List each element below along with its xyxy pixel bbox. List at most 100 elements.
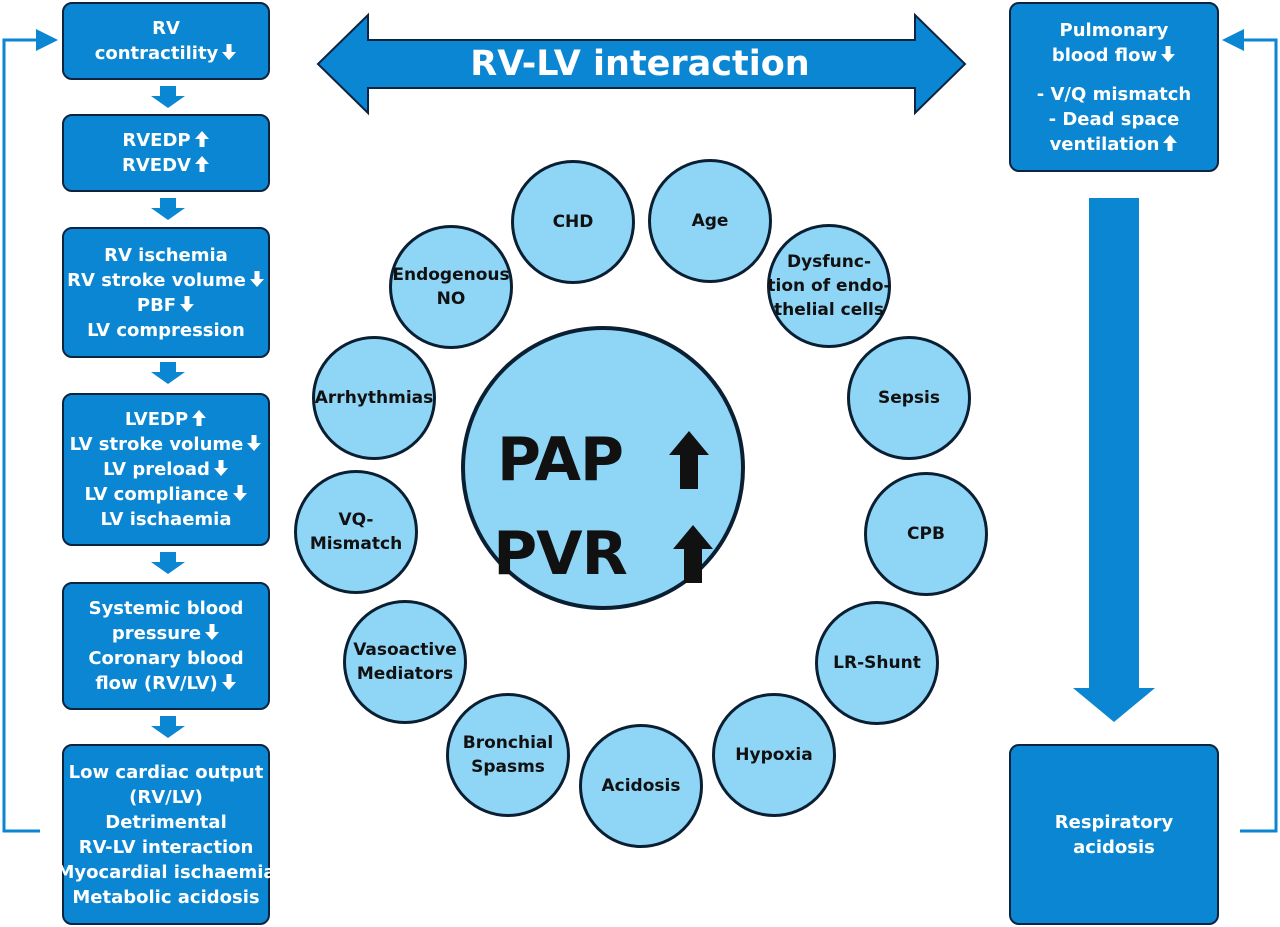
text-line: contractility (95, 41, 238, 66)
text-line: LV stroke volume (70, 432, 263, 457)
line-text: ventilation (1049, 133, 1160, 155)
factor-circle-cpb: CPB (864, 472, 988, 596)
chain-arrow-3-icon (151, 362, 185, 384)
line-text: Low cardiac output (68, 761, 264, 783)
line-text: blood flow (1051, 44, 1158, 66)
factor-label-line: CPB (907, 524, 945, 544)
chain-arrow-4-icon (151, 552, 185, 574)
factor-circle-chd: CHD (511, 160, 635, 284)
text-line: flow (RV/LV) (88, 671, 243, 696)
line-text: acidosis (1073, 836, 1155, 858)
line-text: Metabolic acidosis (72, 886, 260, 908)
pvr-label: PVR (493, 519, 628, 589)
down-arrow-icon (247, 435, 262, 451)
factor-label-line: CHD (552, 212, 594, 232)
factor-label: CHD (553, 210, 594, 234)
up-arrow-icon (1163, 134, 1178, 151)
factor-label: Sepsis (878, 386, 940, 410)
factor-label: VQ- Mismatch (310, 508, 402, 556)
factor-label: LR-Shunt (833, 651, 921, 675)
line-text: RVEDP (122, 130, 191, 151)
left-feedback-arrowhead-icon (36, 29, 58, 51)
text-line: Pulmonary (1037, 18, 1191, 43)
pap-up-arrow-icon (668, 431, 709, 489)
factor-label-line: Hypoxia (735, 745, 813, 765)
line-text: Pulmonary (1059, 19, 1169, 41)
text-line: RV (95, 16, 238, 41)
text-line: Systemic blood (88, 596, 244, 621)
factor-label-line: thelial cells (773, 300, 884, 320)
text-line: Respiratory (1055, 810, 1173, 835)
line-text: - Dead space (1048, 108, 1180, 130)
text-line: RV-LV interaction (56, 835, 275, 860)
line-text: RV (152, 18, 180, 39)
factor-label-line: Vasoactive (353, 640, 457, 660)
text-line: blood flow (1037, 43, 1191, 68)
chain-arrow-1-icon (151, 86, 185, 108)
factor-label-line: Spasms (471, 757, 545, 777)
line-text: Coronary blood (88, 648, 244, 669)
down-arrow-icon (213, 460, 228, 476)
factor-label-line: Mediators (356, 664, 454, 684)
factor-label: Acidosis (602, 774, 681, 798)
text-line: RV ischemia (67, 243, 265, 268)
text-line (1037, 68, 1191, 82)
line-text: PBF (136, 294, 177, 316)
text-line: - V/Q mismatch (1037, 82, 1191, 107)
rvedp-box: RVEDP RVEDV (62, 114, 270, 192)
text-line: LVEDP (70, 407, 263, 432)
text-line: RVEDP (122, 128, 210, 153)
chain-arrow-5-icon (151, 716, 185, 738)
down-arrow-icon (222, 44, 237, 60)
down-arrow-icon (205, 624, 220, 640)
line-text: Systemic blood (88, 598, 244, 619)
right-feedback-line (1236, 38, 1278, 833)
pap-pvr-circle: PAP PVR (461, 326, 745, 610)
line-text: LV stroke volume (69, 434, 244, 455)
line-text: LV compression (87, 319, 245, 341)
factor-circle-hypoxia: Hypoxia (712, 693, 836, 817)
line-text: LV preload (103, 459, 210, 480)
factor-circle-age: Age (648, 159, 772, 283)
line-text: Respiratory (1054, 811, 1174, 833)
chain-arrow-2-icon (151, 198, 185, 220)
line-text: LVEDP (124, 409, 189, 430)
line-text: Detrimental (105, 811, 227, 833)
text-line: Myocardial ischaemia (56, 860, 275, 885)
left-feedback-line (2, 38, 46, 833)
text-line: Detrimental (56, 810, 275, 835)
factor-circle-vq-mismatch: VQ- Mismatch (294, 470, 418, 594)
factor-circle-acidosis: Acidosis (579, 724, 703, 848)
factor-label-line: VQ- (338, 510, 374, 530)
respiratory-acidosis-box: Respiratory acidosis (1009, 744, 1219, 925)
pulmonary-blood-flow-text: Pulmonary blood flow - V/Q mismatch- Dead … (1037, 18, 1191, 157)
factor-label-line: NO (436, 289, 466, 309)
line-text: RVEDV (122, 155, 191, 176)
text-line: ventilation (1037, 132, 1191, 157)
factor-label-line: Mismatch (309, 534, 403, 554)
up-arrow-icon (192, 410, 207, 426)
pulmonary-blood-flow-box: Pulmonary blood flow - V/Q mismatch- Dead … (1009, 2, 1219, 172)
factor-label-line: Acidosis (601, 776, 681, 796)
text-line: RV stroke volume (67, 268, 265, 293)
line-text: (RV/LV) (129, 786, 203, 808)
factor-label: Arrhythmias (315, 386, 433, 410)
text-line: LV preload (70, 457, 263, 482)
right-down-block-arrow (1073, 198, 1155, 722)
factor-circle-endothelial-dysfunction: Dysfunc-tion of endo-thelial cells (767, 224, 891, 348)
down-arrow-icon (221, 674, 236, 690)
factor-circle-arrhythmias: Arrhythmias (312, 336, 436, 460)
line-text: RV stroke volume (67, 269, 246, 291)
line-text: flow (RV/LV) (95, 673, 218, 694)
